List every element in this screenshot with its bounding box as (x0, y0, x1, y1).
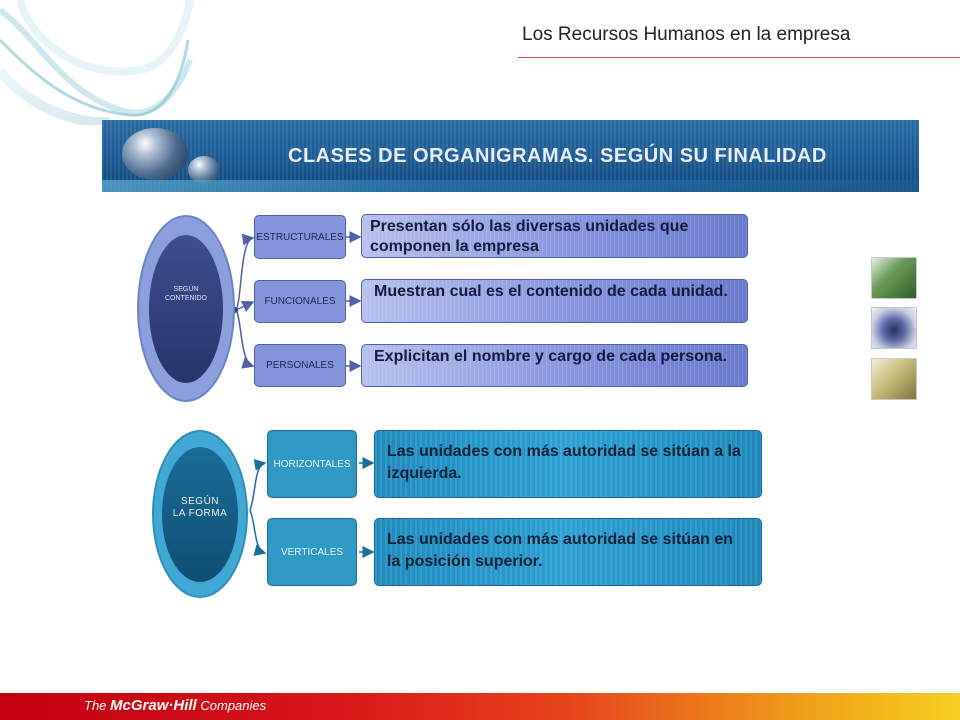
connector-3 (235, 309, 255, 369)
connector-1 (235, 233, 255, 311)
sphere-icon (122, 128, 188, 180)
thumbnail-image (871, 257, 917, 299)
description-box: Explicitan el nombre y cargo de cada per… (361, 344, 748, 387)
title-banner: CLASES DE ORGANIGRAMAS. SEGÚN SU FINALID… (102, 120, 919, 192)
footer-bar: The McGraw·Hill Companies (0, 693, 960, 720)
category-box: ESTRUCTURALES (254, 215, 346, 259)
logo-the: The (84, 698, 107, 713)
description-box: Las unidades con más autoridad se sitúan… (374, 430, 762, 498)
sphere-small-icon (188, 156, 220, 184)
group-oval-contenido: SEGÚN CONTENIDO (137, 215, 235, 402)
logo-brand: McGraw·Hill (110, 697, 197, 714)
banner-glow (102, 180, 919, 192)
logo-companies: Companies (200, 698, 267, 713)
description-box: Presentan sólo las diversas unidades que… (361, 214, 748, 258)
description-box: Muestran cual es el contenido de cada un… (361, 279, 748, 323)
thumbnail-image (871, 358, 917, 400)
category-box: VERTICALES (267, 518, 357, 586)
description-box: Las unidades con más autoridad se sitúan… (374, 518, 762, 586)
header-title: Los Recursos Humanos en la empresa (522, 24, 851, 45)
thumbnail-image (871, 307, 917, 349)
connector-5 (249, 509, 267, 557)
category-box: FUNCIONALES (254, 280, 346, 323)
banner-title: CLASES DE ORGANIGRAMAS. SEGÚN SU FINALID… (288, 145, 827, 167)
group-oval-inner: SEGÚN CONTENIDO (149, 234, 223, 383)
group-label: SEGÚN CONTENIDO (165, 285, 207, 302)
connector-4 (249, 459, 267, 511)
header-divider (518, 57, 960, 58)
group-oval-inner: SEGÚN LA FORMA (162, 446, 238, 582)
group-label: SEGÚN LA FORMA (172, 496, 228, 519)
decorative-swirl (0, 0, 194, 125)
group-oval-forma: SEGÚN LA FORMA (152, 430, 248, 598)
publisher-logo: The McGraw·Hill Companies (84, 697, 266, 714)
category-box: HORIZONTALES (267, 430, 357, 498)
connector-2 (235, 301, 255, 312)
category-box: PERSONALES (254, 344, 346, 387)
